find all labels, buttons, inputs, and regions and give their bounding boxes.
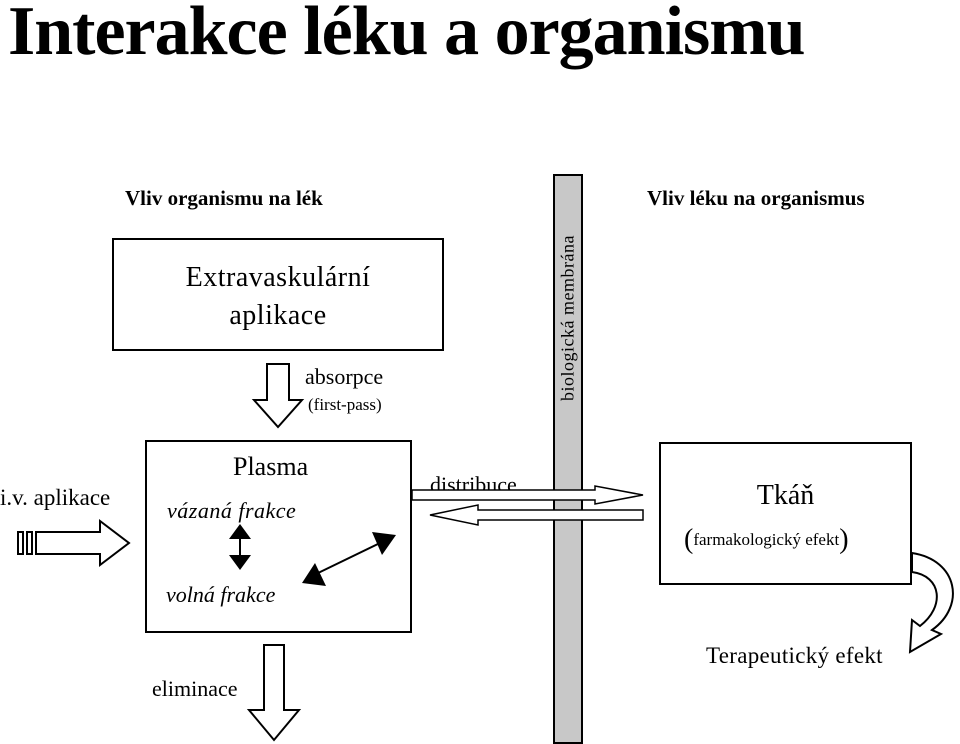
plasma-title: Plasma xyxy=(233,452,309,481)
paren-close: ) xyxy=(839,524,849,555)
plasma-box xyxy=(145,440,412,633)
first-pass-note: (first-pass) xyxy=(308,395,382,414)
extravascular-application-box: Extravaskulární aplikace xyxy=(112,238,444,351)
extravascular-label-line2: aplikace xyxy=(229,300,327,331)
therapeutic-effect-label: Terapeutický efekt xyxy=(706,643,883,668)
elimination-arrow xyxy=(246,644,302,742)
tissue-title: Tkáň xyxy=(756,480,815,511)
tissue-box: Tkáň (farmakologický efekt) xyxy=(659,442,912,585)
iv-arrow xyxy=(17,518,131,568)
absorption-arrow xyxy=(251,363,305,429)
bound-fraction-label: vázaná frakce xyxy=(167,498,297,523)
paren-open: ( xyxy=(684,524,694,555)
pharmacological-effect-note: (farmakologický efekt) xyxy=(684,524,849,556)
elimination-label: eliminace xyxy=(152,676,238,701)
distribution-backward-arrow xyxy=(429,504,644,526)
pharmacological-effect-text: farmakologický efekt xyxy=(693,530,840,549)
left-section-heading: Vliv organismu na lék xyxy=(125,186,323,210)
distribution-label: distribuce xyxy=(430,472,517,497)
iv-application-label: i.v. aplikace xyxy=(0,485,111,510)
extravascular-label-line1: Extravaskulární xyxy=(185,262,371,293)
membrane-label: biologická membrána xyxy=(557,235,578,401)
therapeutic-effect-curved-arrow xyxy=(908,551,954,654)
biological-membrane-bar xyxy=(553,174,583,744)
free-fraction-label: volná frakce xyxy=(166,582,276,607)
absorption-label: absorpce xyxy=(305,364,384,389)
right-section-heading: Vliv léku na organismus xyxy=(647,186,865,210)
page-title: Interakce léku a organismu xyxy=(8,0,805,70)
